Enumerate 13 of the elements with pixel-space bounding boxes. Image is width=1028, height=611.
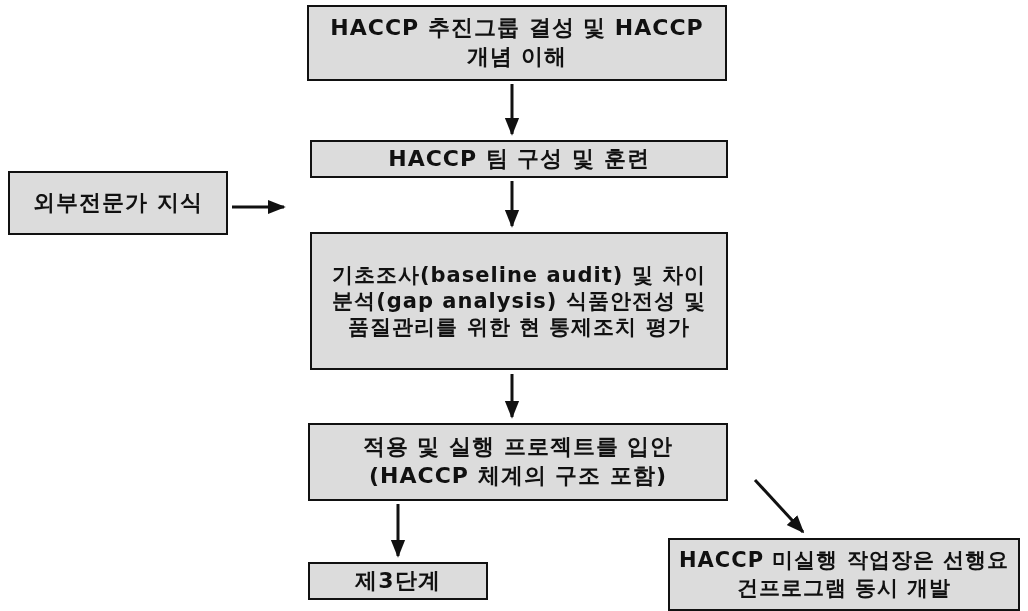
arrow: [504, 181, 520, 228]
arrow: [753, 479, 805, 534]
process-box: HACCP 미실행 작업장은 선행요건프로그램 동시 개발: [668, 538, 1020, 611]
process-box: 기초조사(baseline audit) 및 차이 분석(gap analysis) 식품안전성 및 품질관리를 위한 현 통제조치 평가: [310, 232, 728, 370]
process-box: 적용 및 실행 프로젝트를 입안 (HACCP 체계의 구조 포함): [308, 423, 728, 501]
arrow: [504, 374, 520, 419]
input-box: 외부전문가 지식: [8, 171, 228, 235]
arrow: [504, 84, 520, 136]
arrow: [232, 199, 286, 215]
process-box: 제3단계: [308, 562, 488, 600]
process-box: HACCP 팀 구성 및 훈련: [310, 140, 728, 178]
process-box: HACCP 추진그룹 결성 및 HACCP 개념 이해: [307, 5, 727, 81]
arrow: [390, 504, 406, 558]
